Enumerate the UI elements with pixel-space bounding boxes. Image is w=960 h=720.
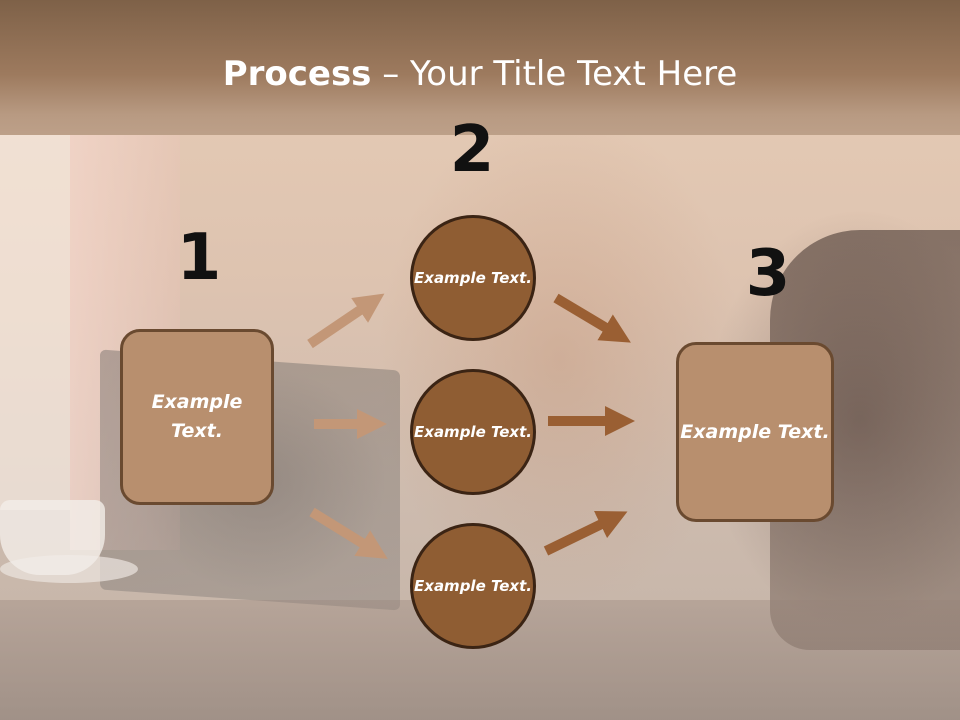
- step-2-circle-1[interactable]: Example Text.: [410, 215, 536, 341]
- background-cup: [0, 500, 105, 575]
- title-bold: Process: [222, 54, 372, 94]
- background-window: [0, 130, 70, 510]
- step-1-text: Example Text.: [151, 391, 243, 442]
- step-1-box[interactable]: Example Text.: [120, 329, 274, 505]
- step-2-circle-1-text: Example Text.: [414, 268, 532, 287]
- slide-title[interactable]: Process – Your Title Text Here: [0, 52, 960, 96]
- step-2-number: 2: [449, 113, 495, 187]
- step-2-circle-3[interactable]: Example Text.: [410, 523, 536, 649]
- step-2-circle-2-text: Example Text.: [414, 422, 532, 441]
- step-3-text: Example Text.: [680, 420, 830, 443]
- step-2-circle-3-text: Example Text.: [414, 576, 532, 595]
- step-3-number: 3: [745, 237, 791, 311]
- arrow-1-to-2a: [307, 293, 385, 349]
- arrow-1-to-2c: [309, 507, 388, 559]
- title-rest: – Your Title Text Here: [371, 54, 738, 94]
- step-2-circle-2[interactable]: Example Text.: [410, 369, 536, 495]
- arrow-2c-to-3: [543, 511, 628, 556]
- step-3-box[interactable]: Example Text.: [676, 342, 834, 522]
- step-1-number: 1: [176, 221, 222, 295]
- title-bar: [0, 0, 960, 135]
- arrow-2a-to-3: [553, 293, 631, 343]
